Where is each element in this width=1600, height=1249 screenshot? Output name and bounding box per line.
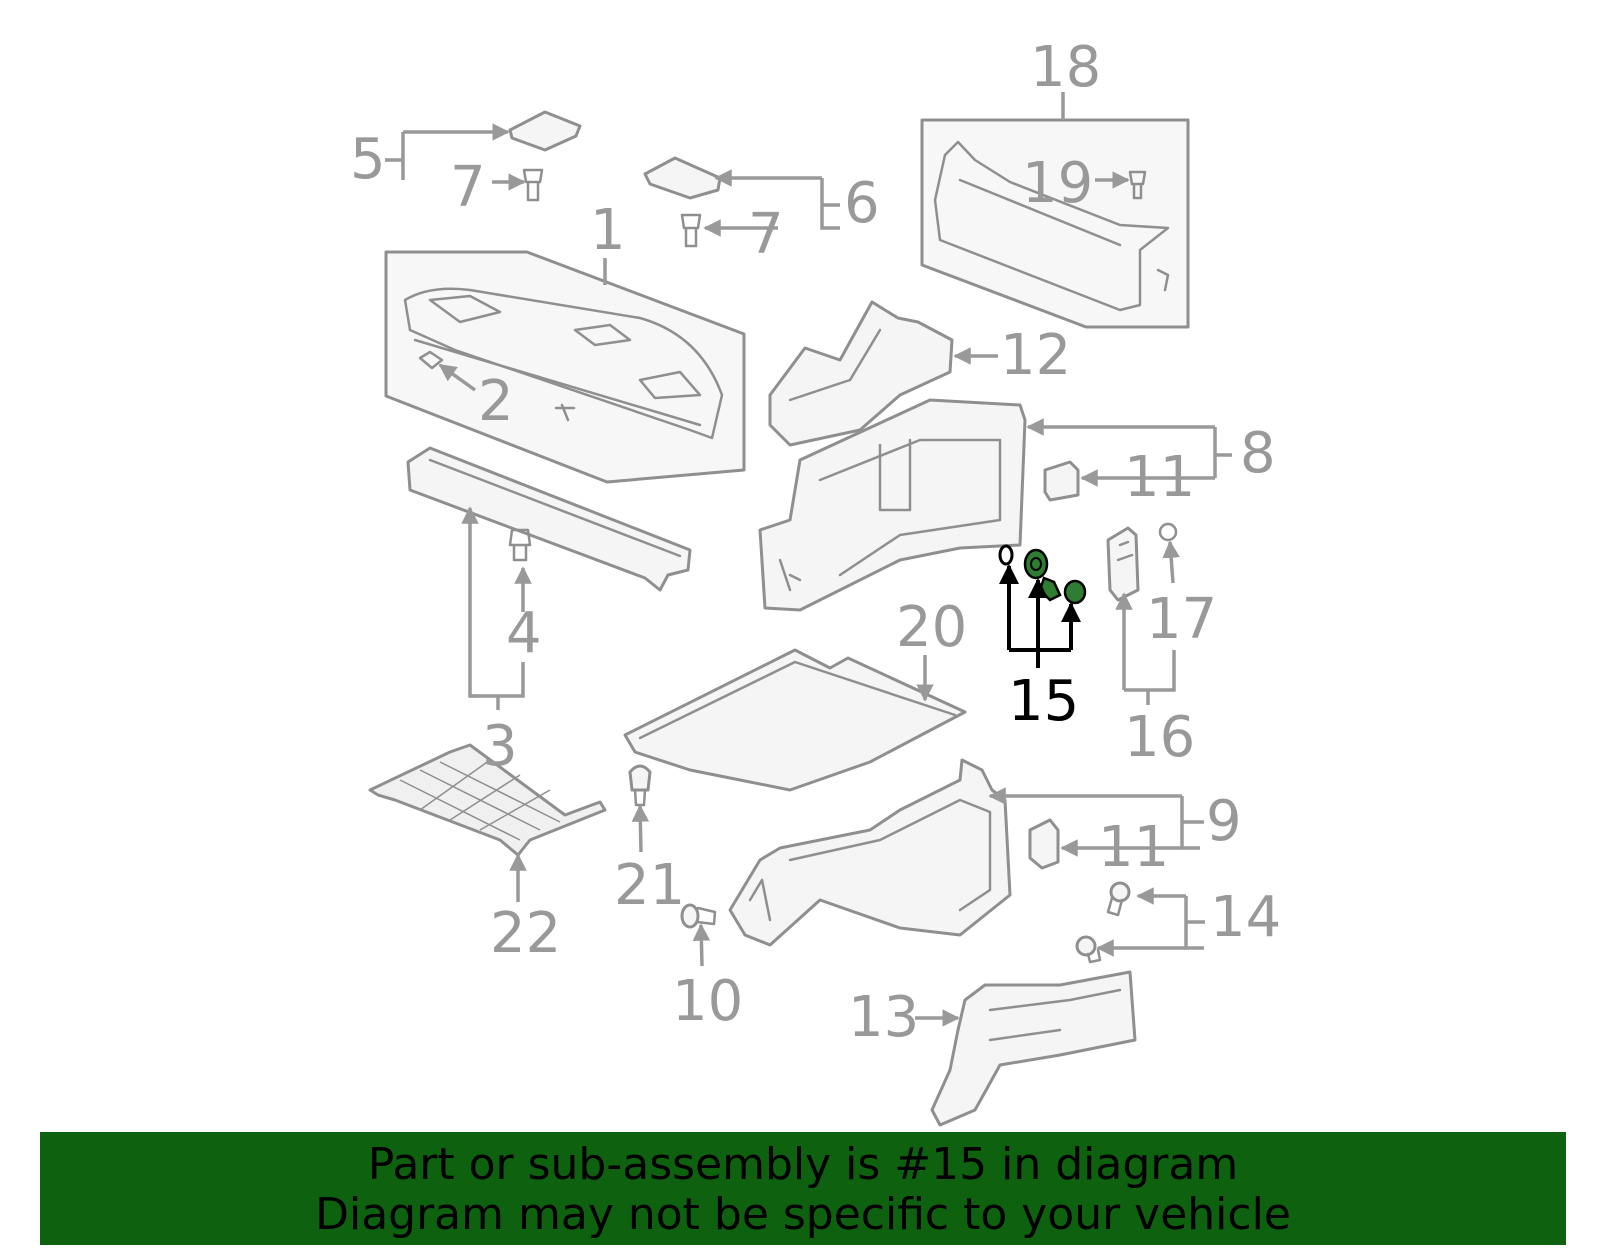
callout-7a: 7	[450, 155, 486, 220]
callout-22: 22	[490, 901, 561, 966]
callout-4: 4	[506, 601, 542, 666]
leader-lines	[385, 92, 1232, 1027]
rear-shelf-group	[384, 250, 746, 484]
callout-2: 2	[478, 369, 514, 434]
cover-5	[508, 110, 582, 152]
clip-7a	[522, 168, 544, 202]
info-banner: Part or sub-assembly is #15 in diagram D…	[40, 1132, 1566, 1245]
callout-16: 16	[1124, 705, 1195, 770]
cap-11b	[1028, 818, 1060, 870]
cargo-net-22	[368, 743, 607, 857]
trunk-floor-mat-20	[623, 648, 967, 792]
callout-3: 3	[482, 714, 518, 779]
callout-numbers: 1 2 3 4 5 6 7 7 8 9 10 11 11 12 13 14 15…	[350, 35, 1281, 1050]
callout-18: 18	[1030, 35, 1101, 100]
callout-6: 6	[844, 171, 880, 236]
callout-11a: 11	[1124, 445, 1195, 510]
callout-21: 21	[614, 853, 685, 918]
cover-6	[643, 156, 722, 200]
callout-14: 14	[1210, 885, 1281, 950]
callout-7b: 7	[748, 202, 784, 267]
cap-11a	[1043, 460, 1080, 502]
callout-8: 8	[1240, 421, 1276, 486]
clip-4	[508, 528, 532, 562]
bracket-16	[1106, 526, 1140, 602]
clip-17	[1158, 522, 1178, 542]
callout-11b: 11	[1098, 815, 1169, 880]
callout-20: 20	[896, 595, 967, 660]
clip-7b	[680, 213, 702, 248]
callout-1: 1	[590, 198, 626, 263]
rear-tray-trim	[406, 446, 692, 592]
banner-line-2: Diagram may not be specific to your vehi…	[315, 1189, 1291, 1240]
fastener-15	[998, 544, 1087, 605]
callout-13: 13	[848, 985, 919, 1050]
bolt-14a	[1106, 881, 1131, 917]
callout-5: 5	[350, 127, 386, 192]
callout-15: 15	[1008, 669, 1079, 734]
trunk-side-lining-8	[758, 398, 1027, 612]
leader-15	[999, 564, 1081, 668]
trim-13	[930, 970, 1137, 1127]
bolt-10	[680, 903, 717, 929]
side-trim-12	[768, 300, 954, 447]
banner-line-1: Part or sub-assembly is #15 in diagram	[367, 1139, 1239, 1190]
callout-17: 17	[1146, 587, 1217, 652]
callout-10: 10	[672, 969, 743, 1034]
callout-9: 9	[1206, 789, 1242, 854]
clip-21	[628, 764, 652, 807]
bolt-14b	[1075, 935, 1102, 964]
callout-19: 19	[1022, 151, 1093, 216]
callout-12: 12	[1000, 323, 1071, 388]
